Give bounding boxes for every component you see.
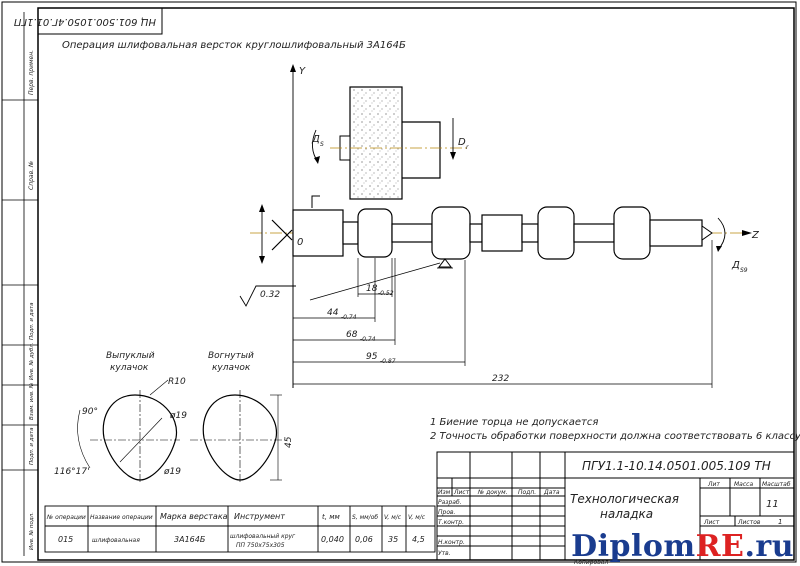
doc-title-1: Технологическая xyxy=(570,492,679,506)
op-c4b: ПП 750х75х305 xyxy=(236,542,285,549)
strip-label-7: Инв. № подл. xyxy=(29,512,35,550)
cam-45: 45 xyxy=(284,436,294,448)
dim-18-tol: -0.52 xyxy=(378,290,394,297)
wheel-spindle xyxy=(402,121,441,179)
code-stamp-text: НЦ 601.500.1050.4Г.01.1ГП xyxy=(13,16,156,27)
grinding-wheel xyxy=(349,86,403,200)
dsg-sub: S9 xyxy=(740,267,748,274)
z-axis-label: Z xyxy=(751,230,760,241)
tb-mass: Масса xyxy=(734,481,753,488)
code-stamp xyxy=(37,7,163,35)
tb-lit: Лит xyxy=(707,481,720,488)
op-table xyxy=(44,505,436,553)
dimension-lines xyxy=(292,240,713,388)
spin-arrow xyxy=(717,217,726,251)
dim-68: 68 xyxy=(346,330,358,340)
cam-label-convex-1: Выпуклый xyxy=(106,351,155,361)
origin-label: 0 xyxy=(297,237,303,248)
note-1: 1 Биение торца не допускается xyxy=(430,417,598,428)
op-c4: шлифовальный круг xyxy=(230,533,296,540)
op-h6: S, мм/об xyxy=(352,514,378,521)
watermark-main: Diplom xyxy=(571,529,696,564)
tb-role-4: Н.контр. xyxy=(438,539,465,546)
dim-44: 44 xyxy=(327,308,339,318)
tb-scale: Масштаб xyxy=(762,481,791,488)
roughness-sign xyxy=(239,285,296,307)
tb-sheets-value: 1 xyxy=(778,518,782,526)
tb-h-list: Лист xyxy=(453,489,470,496)
watermark-accent: RE xyxy=(695,529,745,564)
dr-sub: r xyxy=(466,144,469,151)
op-h7: V, м/с xyxy=(384,514,402,521)
camshaft xyxy=(292,206,703,260)
cam-label-convex-2: кулачок xyxy=(110,363,149,373)
dsg-label: Д xyxy=(731,260,740,271)
op-c1: 015 xyxy=(58,535,73,544)
op-h1: № операции xyxy=(46,514,86,521)
strip-label-5: Взам. инв. № xyxy=(29,382,35,420)
op-c8: 4,5 xyxy=(412,535,425,544)
strip-label-2: Справ. № xyxy=(28,161,35,190)
dim-18: 18 xyxy=(366,284,378,294)
op-h3: Марка верстака xyxy=(160,512,228,521)
tb-sheet: Лист xyxy=(703,519,720,526)
tb-h-date: Дата xyxy=(543,489,560,496)
dim-44-tol: -0.74 xyxy=(341,314,357,321)
tb-h-izm: Изм xyxy=(438,489,451,496)
op-c5: 0,040 xyxy=(321,535,344,544)
op-c6: 0,06 xyxy=(355,535,373,544)
steady-rest xyxy=(438,258,452,268)
cam-phi19-b: ø19 xyxy=(163,467,181,477)
left-strip xyxy=(2,12,38,556)
doc-code: ПГУ1.1-10.14.0501.005.109 ТН xyxy=(582,459,771,473)
note-2: 2 Точность обработки поверхности должна … xyxy=(430,430,800,442)
cam-r10: R10 xyxy=(168,377,186,387)
cam-label-concave-1: Вогнутый xyxy=(208,351,254,361)
op-h4: Инструмент xyxy=(234,512,285,521)
watermark-suffix: .ru xyxy=(744,529,794,564)
strip-label-3: Подп. и дата xyxy=(29,302,35,340)
tb-copied: Копировал xyxy=(574,559,608,566)
ds-label: Д xyxy=(311,134,320,145)
title-block xyxy=(436,451,795,561)
op-c2: шлифовальная xyxy=(92,537,140,544)
inner-frame xyxy=(37,7,795,561)
doc-title-2: наладка xyxy=(600,507,653,521)
tb-role-5: Утв. xyxy=(438,550,451,557)
tb-sheets: Листов xyxy=(737,519,761,526)
op-c3: 3А164Б xyxy=(174,535,206,544)
cam-dimensions xyxy=(77,379,285,484)
cam-label-concave-2: кулачок xyxy=(212,363,251,373)
chuck-symbol xyxy=(271,219,293,251)
tb-role-2: Пров. xyxy=(438,509,456,516)
op-h2: Название операции xyxy=(90,514,153,521)
operation-title: Операция шлифовальная версток круглошлиф… xyxy=(62,40,406,51)
op-h5: t, мм xyxy=(322,513,340,521)
cam-angle-90: 90° xyxy=(82,407,98,417)
tb-role-3: Т.контр. xyxy=(438,519,464,526)
tb-role-1: Разраб. xyxy=(438,499,462,506)
tb-h-doc: № докум. xyxy=(477,489,508,496)
y-axis-label: Y xyxy=(299,66,306,77)
tb-scale-value: 11 xyxy=(766,499,779,510)
strip-label-1: Перв. примен. xyxy=(28,50,35,95)
ds-sub: S xyxy=(320,141,324,148)
dim-68-tol: -0.74 xyxy=(360,336,376,343)
tb-h-sign: Подп. xyxy=(518,489,536,496)
cam-phi19-a: ø19 xyxy=(169,411,187,421)
dim-232: 232 xyxy=(492,374,509,384)
dim-95-tol: -0.87 xyxy=(380,358,396,365)
op-h8: V, м/с xyxy=(408,514,426,521)
watermark: DiplomRE.ru xyxy=(571,529,794,564)
strip-label-6: Подп. и дата xyxy=(29,427,35,465)
op-c7: 35 xyxy=(388,535,398,544)
roughness-value: 0.32 xyxy=(260,290,280,300)
dim-95: 95 xyxy=(366,352,378,362)
strip-label-4: Инв. № дубл. xyxy=(29,342,35,380)
cam-angle-116: 116°17' xyxy=(54,467,90,477)
center-point xyxy=(701,225,713,241)
dr-label: D xyxy=(458,137,466,148)
